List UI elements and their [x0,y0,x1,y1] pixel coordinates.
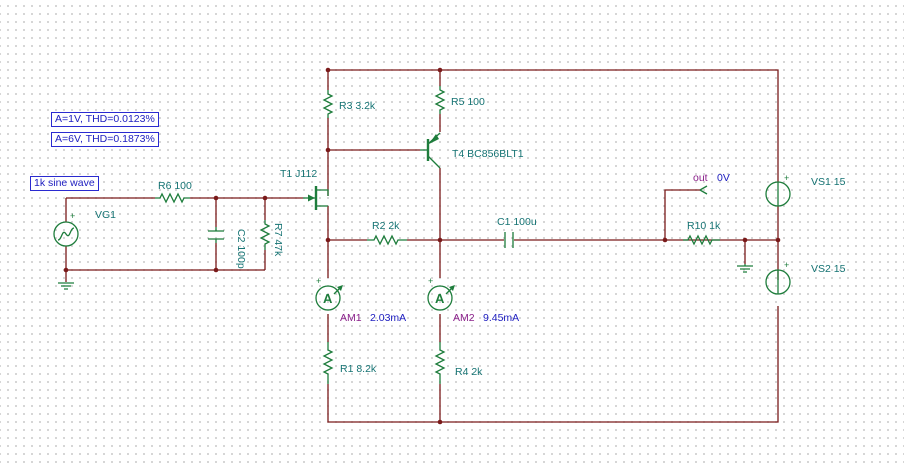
resistor-r1[interactable]: R1 8.2k [322,342,377,384]
wires [65,69,779,423]
out-label: out [693,172,708,184]
transistor-t4[interactable]: T4 BC856BLT1 [420,132,524,169]
am2-reading: 9.45mA [483,312,519,324]
output-probe[interactable]: out 0V [693,172,730,195]
vs1-plus-sign: + [784,173,789,183]
voltage-source-vs1[interactable]: + VS1 15 [765,173,846,207]
c2-label: C2 100p [235,229,247,269]
junction [63,267,69,273]
r7-label: R7 47k [272,223,284,257]
junction [325,147,331,153]
junction [437,67,443,73]
junction [213,267,219,273]
am2-label: AM2 [453,312,475,324]
sine-wave-icon [57,227,75,241]
thd-annotation-1v[interactable]: A=1V, THD=0.0123% [51,112,159,127]
r2-label: R2 2k [372,220,400,232]
resistor-r10[interactable]: R10 1k [683,220,721,246]
probe-arrow-icon [699,185,708,195]
junction [437,237,443,243]
t4-label: T4 BC856BLT1 [452,148,524,160]
vs1-label: VS1 15 [811,176,846,188]
junction [775,237,781,243]
source-annotation[interactable]: 1k sine wave [30,176,99,191]
am1-reading: 2.03mA [370,312,406,324]
am1-plus-sign: + [316,276,321,286]
am1-label: AM1 [340,312,362,324]
r6-label: R6 100 [158,180,192,192]
resistor-r2[interactable]: R2 2k [367,220,407,246]
vs2-label: VS2 15 [811,263,846,275]
r10-label: R10 1k [687,220,721,232]
am1-symbol: A [323,291,333,306]
ammeter-am2[interactable]: A + AM2 9.45mA [427,276,519,324]
meter-arrow-icon [337,285,343,291]
junction [742,237,748,243]
vg1-label: VG1 [95,209,116,221]
resistor-r6[interactable]: R6 100 [155,180,192,204]
ground-symbol-left [58,282,74,290]
junction [662,237,668,243]
junction [213,195,219,201]
junction [325,67,331,73]
ammeter-am1[interactable]: A + AM1 2.03mA [315,276,406,324]
capacitor-c1[interactable]: C1 100u [497,216,537,248]
r5-label: R5 100 [451,96,485,108]
r3-label: R3 3.2k [339,100,376,112]
r4-label: R4 2k [455,366,483,378]
junction [262,195,268,201]
junction [325,237,331,243]
jfet-t1[interactable]: T1 J112 [280,168,329,210]
junctions [63,67,781,425]
thd-annotation-6v[interactable]: A=6V, THD=0.1873% [51,132,159,147]
am2-plus-sign: + [428,276,433,286]
resistor-r4[interactable]: R4 2k [434,342,483,384]
resistor-r3[interactable]: R3 3.2k [322,90,376,118]
vs2-plus-sign: + [784,260,789,270]
voltage-generator-vg1[interactable]: + VG1 [53,209,116,247]
r1-label: R1 8.2k [340,363,377,375]
resistor-r7[interactable]: R7 47k [259,220,284,257]
junction [437,419,443,425]
t1-label: T1 J112 [280,168,317,180]
am2-symbol: A [435,291,445,306]
vg1-plus-sign: + [70,211,75,221]
pnp-arrow-icon [429,134,439,144]
c1-label: C1 100u [497,216,537,228]
ground-symbol-right [737,264,753,273]
out-reading: 0V [717,172,730,184]
gate-arrow-icon [308,194,315,202]
meter-arrow-icon [449,285,455,291]
resistor-r5[interactable]: R5 100 [434,86,485,114]
capacitor-c2[interactable]: C2 100p [208,227,247,269]
voltage-source-vs2[interactable]: + VS2 15 [765,260,846,295]
